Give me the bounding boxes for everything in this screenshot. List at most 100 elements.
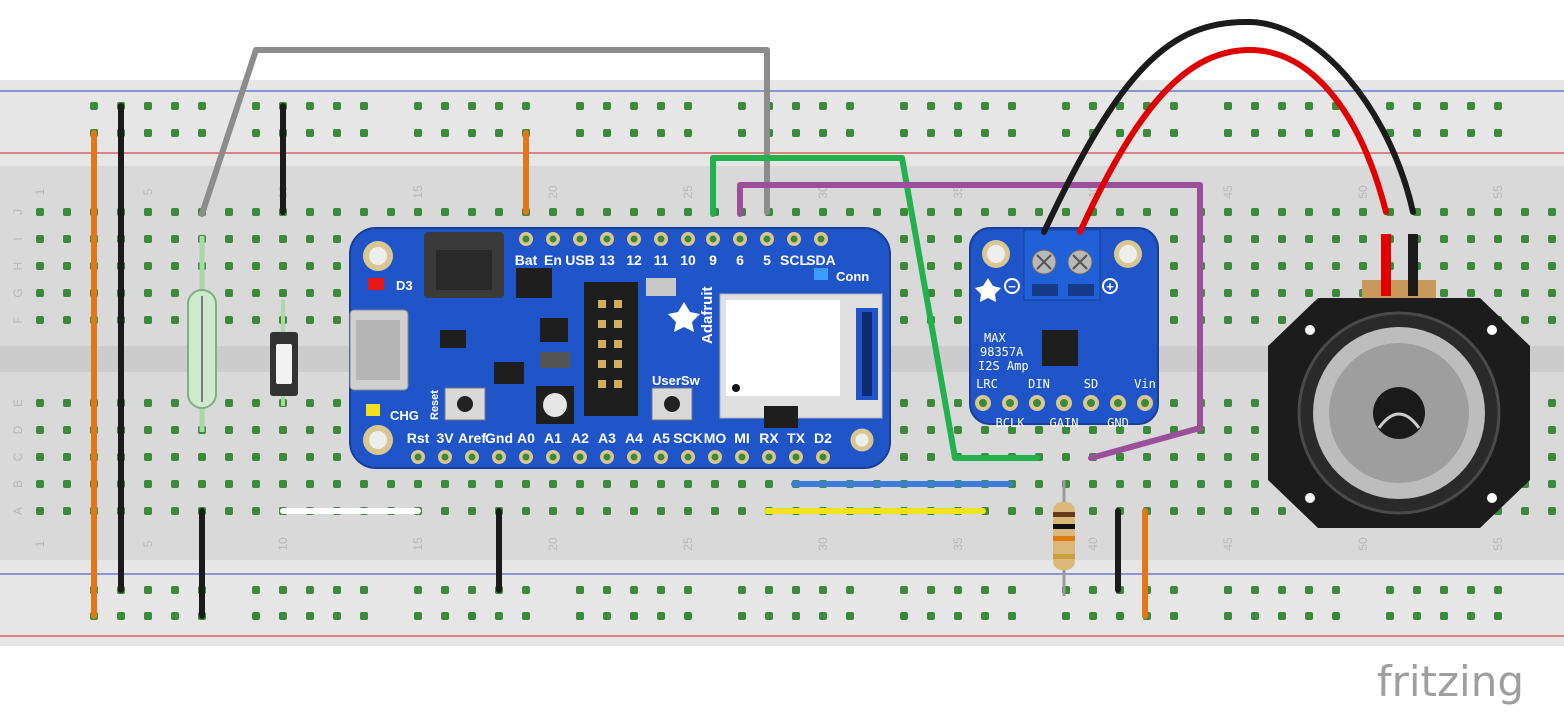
rail-hole[interactable] [522, 586, 530, 594]
rail-hole[interactable] [981, 586, 989, 594]
terminal-hole[interactable] [1278, 316, 1286, 324]
terminal-hole[interactable] [927, 262, 935, 270]
rail-hole[interactable] [333, 612, 341, 620]
rail-hole[interactable] [657, 612, 665, 620]
terminal-hole[interactable] [441, 480, 449, 488]
rail-hole[interactable] [657, 129, 665, 137]
terminal-hole[interactable] [1116, 453, 1124, 461]
rail-hole[interactable] [1440, 102, 1448, 110]
terminal-hole[interactable] [954, 399, 962, 407]
user-switch-button-cap[interactable] [664, 396, 680, 412]
terminal-hole[interactable] [1548, 289, 1556, 297]
rail-hole[interactable] [1467, 102, 1475, 110]
terminal-hole[interactable] [225, 507, 233, 515]
terminal-hole[interactable] [873, 208, 881, 216]
rail-hole[interactable] [900, 102, 908, 110]
terminal-hole[interactable] [900, 426, 908, 434]
rail-hole[interactable] [981, 612, 989, 620]
terminal-hole[interactable] [954, 426, 962, 434]
terminal-hole[interactable] [279, 480, 287, 488]
terminal-hole[interactable] [171, 316, 179, 324]
terminal-hole[interactable] [1332, 235, 1340, 243]
terminal-hole[interactable] [819, 208, 827, 216]
rail-hole[interactable] [1305, 612, 1313, 620]
terminal-hole[interactable] [927, 399, 935, 407]
terminal-hole[interactable] [225, 426, 233, 434]
terminal-hole[interactable] [495, 480, 503, 488]
terminal-hole[interactable] [1251, 453, 1259, 461]
terminal-hole[interactable] [1548, 208, 1556, 216]
rail-hole[interactable] [900, 612, 908, 620]
terminal-hole[interactable] [765, 480, 773, 488]
terminal-hole[interactable] [1332, 289, 1340, 297]
rail-hole[interactable] [1413, 129, 1421, 137]
rail-hole[interactable] [1008, 102, 1016, 110]
rail-hole[interactable] [1494, 129, 1502, 137]
terminal-hole[interactable] [306, 208, 314, 216]
rail-hole[interactable] [738, 102, 746, 110]
rail-hole[interactable] [954, 586, 962, 594]
terminal-hole[interactable] [171, 289, 179, 297]
power-switch-knob[interactable] [543, 393, 567, 417]
rail-hole[interactable] [684, 612, 692, 620]
rail-hole[interactable] [252, 586, 260, 594]
terminal-hole[interactable] [630, 208, 638, 216]
terminal-hole[interactable] [1035, 480, 1043, 488]
terminal-hole[interactable] [1251, 426, 1259, 434]
terminal-hole[interactable] [171, 480, 179, 488]
terminal-hole[interactable] [1548, 262, 1556, 270]
terminal-hole[interactable] [225, 399, 233, 407]
rail-hole[interactable] [198, 129, 206, 137]
terminal-hole[interactable] [1278, 208, 1286, 216]
terminal-hole[interactable] [1035, 507, 1043, 515]
rail-hole[interactable] [576, 586, 584, 594]
terminal-hole[interactable] [1170, 208, 1178, 216]
terminal-hole[interactable] [684, 480, 692, 488]
rail-hole[interactable] [1332, 586, 1340, 594]
terminal-hole[interactable] [1224, 208, 1232, 216]
rail-hole[interactable] [792, 102, 800, 110]
terminal-hole[interactable] [1089, 426, 1097, 434]
rail-hole[interactable] [846, 586, 854, 594]
rail-hole[interactable] [954, 102, 962, 110]
rail-hole[interactable] [846, 102, 854, 110]
rail-hole[interactable] [468, 586, 476, 594]
terminal-hole[interactable] [36, 235, 44, 243]
rail-hole[interactable] [1170, 129, 1178, 137]
terminal-hole[interactable] [1035, 426, 1043, 434]
terminal-hole[interactable] [1359, 262, 1367, 270]
terminal-hole[interactable] [198, 453, 206, 461]
rail-hole[interactable] [1332, 612, 1340, 620]
terminal-hole[interactable] [1440, 235, 1448, 243]
terminal-hole[interactable] [1197, 453, 1205, 461]
terminal-hole[interactable] [684, 507, 692, 515]
terminal-hole[interactable] [1521, 262, 1529, 270]
terminal-hole[interactable] [414, 480, 422, 488]
terminal-hole[interactable] [144, 316, 152, 324]
terminal-hole[interactable] [738, 480, 746, 488]
terminal-hole[interactable] [603, 507, 611, 515]
rail-hole[interactable] [1386, 612, 1394, 620]
rail-hole[interactable] [765, 612, 773, 620]
terminal-hole[interactable] [1251, 262, 1259, 270]
terminal-hole[interactable] [63, 399, 71, 407]
terminal-hole[interactable] [171, 262, 179, 270]
rail-hole[interactable] [576, 102, 584, 110]
rail-hole[interactable] [819, 129, 827, 137]
rail-hole[interactable] [684, 586, 692, 594]
rail-hole[interactable] [1224, 102, 1232, 110]
rail-hole[interactable] [1116, 612, 1124, 620]
wire-purple[interactable] [737, 182, 1203, 461]
terminal-hole[interactable] [144, 399, 152, 407]
terminal-hole[interactable] [792, 208, 800, 216]
terminal-hole[interactable] [1224, 426, 1232, 434]
rail-hole[interactable] [1305, 129, 1313, 137]
terminal-hole[interactable] [306, 262, 314, 270]
terminal-hole[interactable] [1170, 235, 1178, 243]
terminal-hole[interactable] [1062, 453, 1070, 461]
terminal-hole[interactable] [1224, 235, 1232, 243]
rail-hole[interactable] [1143, 129, 1151, 137]
rail-hole[interactable] [738, 586, 746, 594]
rail-hole[interactable] [738, 129, 746, 137]
terminal-hole[interactable] [36, 262, 44, 270]
